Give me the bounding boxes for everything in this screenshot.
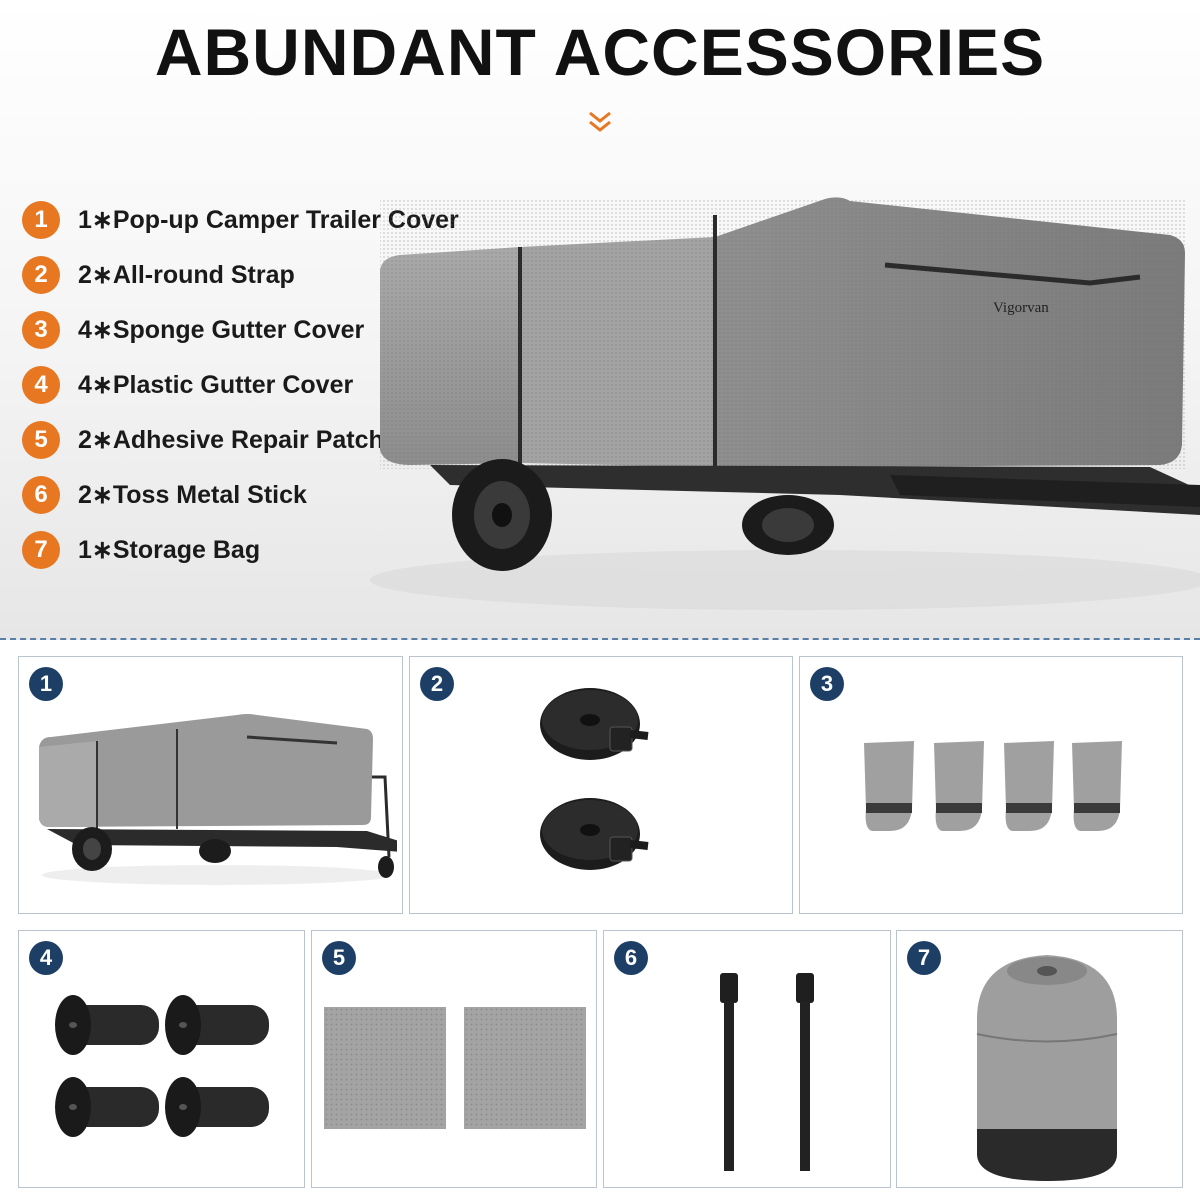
panel-straps: 2 [409, 656, 793, 914]
camper-trailer-cover-image [39, 714, 397, 885]
item-label: 2∗All-round Strap [78, 261, 295, 289]
item-label: 4∗Plastic Gutter Cover [78, 371, 354, 399]
sponge-gutter-covers-image [864, 741, 1122, 831]
item-number-badge: 7 [22, 531, 60, 569]
list-item: 7 1∗Storage Bag [22, 530, 260, 570]
item-number-badge: 3 [22, 311, 60, 349]
straps-image [540, 688, 649, 870]
list-item: 2 2∗All-round Strap [22, 255, 295, 295]
hero-trailer-image: Vigorvan [370, 197, 1200, 610]
item-number-badge: 6 [22, 476, 60, 514]
panel-number-badge: 2 [420, 667, 454, 701]
item-label: 2∗Adhesive Repair Patch [78, 426, 384, 454]
plastic-gutter-covers-image [55, 995, 269, 1137]
list-item: 5 2∗Adhesive Repair Patch [22, 420, 384, 460]
item-number-badge: 2 [22, 256, 60, 294]
chevron-down-icon [589, 111, 611, 132]
panel-sponge-gutter-covers: 3 [799, 656, 1183, 914]
repair-patches-image [324, 1007, 586, 1129]
panel-storage-bag: 7 [896, 930, 1183, 1188]
toss-sticks-image [720, 973, 814, 1171]
item-number-badge: 5 [22, 421, 60, 459]
item-label: 1∗Storage Bag [78, 536, 261, 564]
panel-camper-cover: 1 [18, 656, 403, 914]
hero-section: ABUNDANT ACCESSORIES 1 1∗Pop-up Camper T… [0, 0, 1200, 640]
item-number-badge: 1 [22, 201, 60, 239]
item-label: 4∗Sponge Gutter Cover [78, 316, 365, 344]
panel-number-badge: 1 [29, 667, 63, 701]
section-divider [0, 638, 1200, 640]
storage-bag-image [976, 955, 1118, 1181]
panel-repair-patches: 5 [311, 930, 597, 1188]
panel-number-badge: 7 [907, 941, 941, 975]
panel-number-badge: 3 [810, 667, 844, 701]
panel-number-badge: 6 [614, 941, 648, 975]
page-title: ABUNDANT ACCESSORIES [154, 15, 1046, 89]
item-number-badge: 4 [22, 366, 60, 404]
logo-text: Vigorvan [993, 300, 1049, 316]
panel-toss-sticks: 6 [603, 930, 891, 1188]
list-item: 6 2∗Toss Metal Stick [22, 475, 307, 515]
item-label: 2∗Toss Metal Stick [78, 481, 307, 509]
panel-number-badge: 4 [29, 941, 63, 975]
panel-number-badge: 5 [322, 941, 356, 975]
list-item: 4 4∗Plastic Gutter Cover [22, 365, 353, 405]
panel-plastic-gutter-covers: 4 [18, 930, 305, 1188]
list-item: 3 4∗Sponge Gutter Cover [22, 310, 364, 350]
